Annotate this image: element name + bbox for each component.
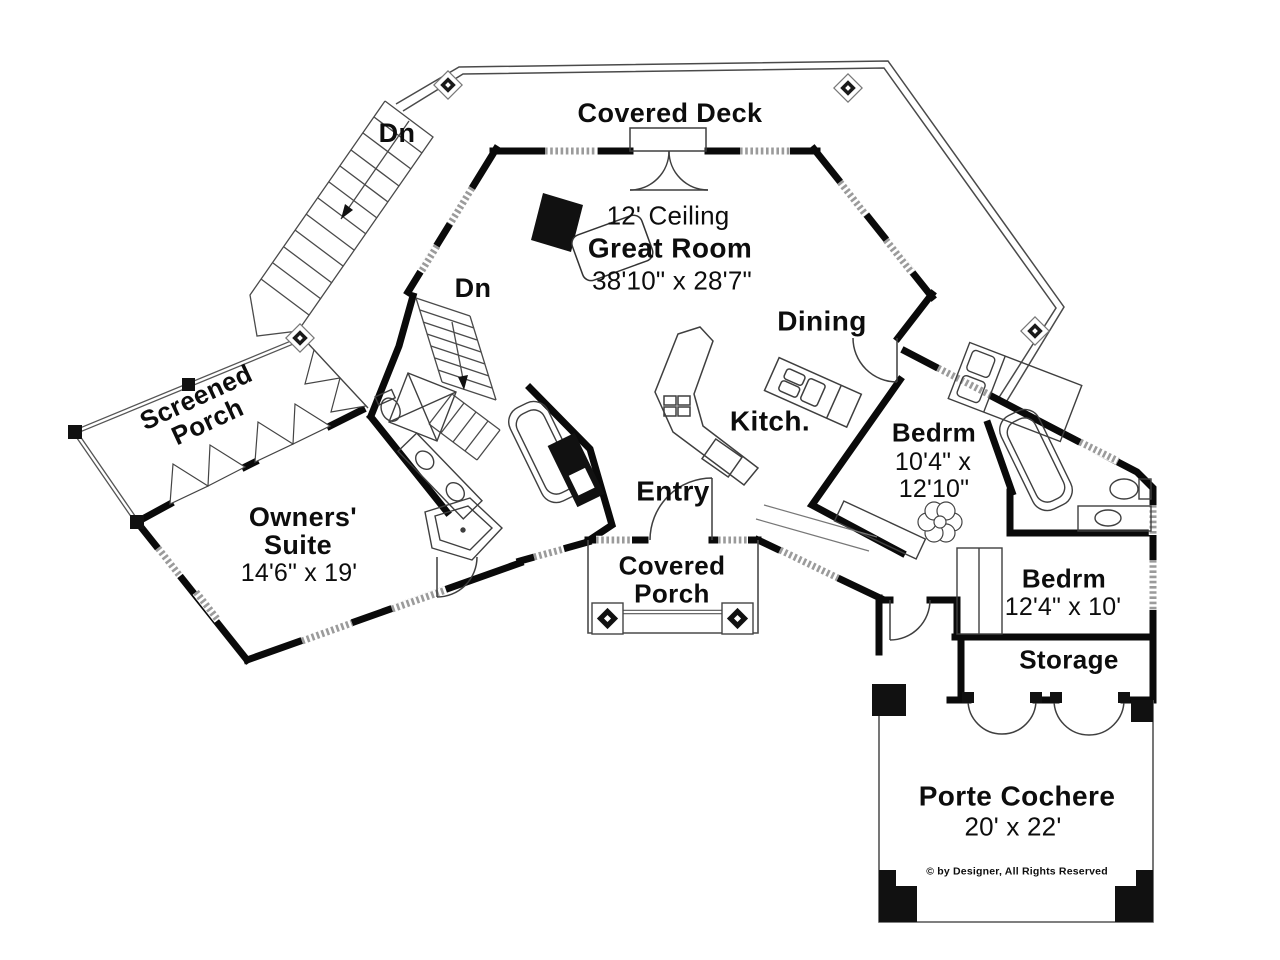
screened-porch-structure (68, 335, 369, 529)
label-dn-lower: Dn (454, 272, 492, 303)
label-porte-cochere-dims: 20' x 22' (964, 811, 1062, 842)
label-great-room: Great Room (587, 232, 753, 264)
bedroom-furniture (833, 341, 1152, 635)
hall-floor-lines (755, 504, 878, 552)
label-owners-suite-dims: 14'6" x 19' (240, 558, 358, 587)
master-bath-fixtures (374, 372, 582, 561)
french-door (629, 127, 709, 191)
label-great-room-ceiling: 12' Ceiling (606, 200, 730, 231)
fireplace (531, 193, 654, 282)
door-swings (436, 337, 1125, 736)
label-covered-porch-line1: Covered (618, 550, 726, 581)
label-bedroom1-dims2: 12'10" (898, 474, 970, 503)
casement-window-symbols (169, 348, 368, 505)
plant-icon (917, 501, 963, 543)
label-owners-suite-line1: Owners' (248, 501, 358, 532)
corner-ornaments (285, 70, 1050, 353)
stair-arrow-icon (341, 204, 353, 219)
label-storage: Storage (1019, 644, 1119, 675)
windows (155, 147, 1157, 645)
label-bedroom2: Bedrm (1021, 563, 1107, 594)
interior-stairs (415, 297, 501, 461)
label-entry: Entry (636, 475, 710, 507)
bath-wall-block (547, 432, 605, 508)
label-bedroom2-dims: 12'4" x 10' (1004, 592, 1122, 621)
label-porte-cochere: Porte Cochere (918, 780, 1116, 812)
label-dining: Dining (777, 305, 867, 337)
label-bedroom1-dims1: 10'4" x (894, 447, 972, 476)
label-dn-upper: Dn (378, 117, 416, 148)
storage-door-jambs (962, 692, 1130, 703)
label-owners-suite-line2: Suite (263, 529, 333, 560)
porte-cochere-structure (872, 684, 1154, 923)
label-bedroom1: Bedrm (891, 417, 977, 448)
exterior-stairs (249, 100, 434, 337)
label-great-room-dims: 38'10" x 28'7" (592, 265, 752, 296)
stair-arrow-icon (458, 375, 468, 390)
label-covered-porch-line2: Porch (634, 578, 710, 609)
label-kitchen: Kitch. (729, 405, 811, 437)
kitchen-fixtures (654, 326, 863, 487)
copyright-text: © by Designer, All Rights Reserved (926, 865, 1108, 878)
covered-porch-structure (587, 540, 759, 635)
label-covered-deck: Covered Deck (577, 97, 763, 128)
